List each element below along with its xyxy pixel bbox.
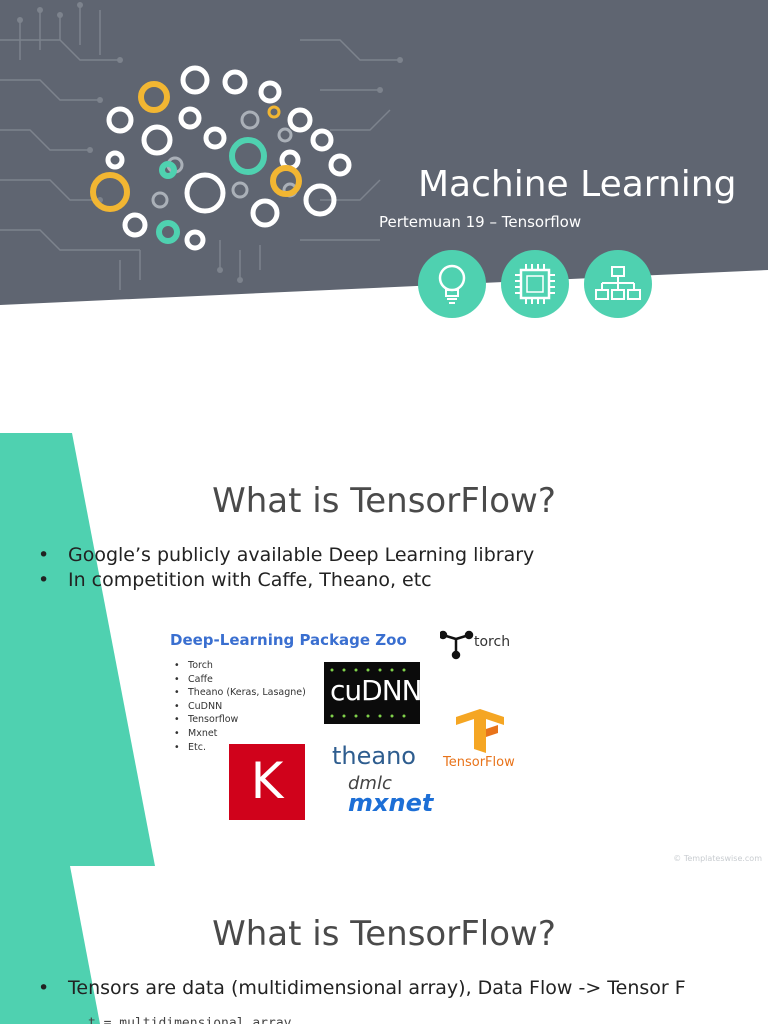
bullet-item: Tensors are data (multidimensional array… — [38, 976, 758, 1001]
cudnn-logo-text: cuDNN — [330, 674, 423, 707]
theano-logo: theano — [332, 742, 416, 770]
lightbulb-badge — [418, 250, 486, 318]
package-item: Caffe — [172, 673, 306, 687]
cudnn-logo: cuDNN — [324, 662, 423, 724]
lightbulb-icon — [438, 264, 466, 304]
title-slide: Machine Learning Pertemuan 19 – Tensorfl… — [0, 0, 768, 400]
title-banner — [0, 0, 768, 305]
bullet-item: In competition with Caffe, Theano, etc — [38, 568, 534, 593]
bullet-list: Google’s publicly available Deep Learnin… — [38, 543, 534, 593]
torch-logo-icon — [440, 630, 474, 660]
hierarchy-badge — [584, 250, 652, 318]
package-item: Mxnet — [172, 727, 306, 741]
package-item: Tensorflow — [172, 713, 306, 727]
tensorflow-intro-slide: © Templateswise.com © Templateswise.com … — [0, 433, 768, 866]
gear-brain-illustration — [90, 65, 352, 251]
package-zoo-title: Deep-Learning Package Zoo — [170, 631, 407, 649]
tensorflow-logo-icon — [456, 709, 504, 753]
package-item: Torch — [172, 659, 306, 673]
package-zoo-list: Torch Caffe Theano (Keras, Lasagne) CuDN… — [172, 659, 306, 754]
slide-title: What is TensorFlow? — [212, 481, 556, 521]
cpu-chip-icon — [515, 264, 555, 304]
dmlc-logo: dmlc — [348, 773, 392, 794]
slide-title: What is TensorFlow? — [212, 914, 556, 954]
torch-logo-text: torch — [474, 634, 511, 650]
package-item: Theano (Keras, Lasagne) — [172, 686, 306, 700]
tensorflow-data-slide: What is TensorFlow? Tensors are data (mu… — [0, 866, 768, 1024]
teal-accent-strip — [0, 433, 155, 866]
keras-logo: K — [229, 744, 305, 820]
package-item: CuDNN — [172, 700, 306, 714]
presentation-subtitle: Pertemuan 19 – Tensorflow — [379, 213, 582, 231]
circuit-pattern — [0, 5, 400, 290]
mxnet-logo: mxnet — [348, 789, 434, 817]
bullet-item: Google’s publicly available Deep Learnin… — [38, 543, 534, 568]
code-fragment: t = multidimensional array — [88, 1016, 292, 1024]
keras-logo-text: K — [250, 752, 284, 810]
hierarchy-chart-icon — [595, 266, 641, 300]
bullet-list: Tensors are data (multidimensional array… — [38, 976, 758, 1001]
presentation-title: Machine Learning — [418, 164, 737, 205]
watermark-faint: © Templateswise.com — [673, 854, 762, 863]
cpu-badge — [501, 250, 569, 318]
tensorflow-logo-text: TensorFlow — [443, 755, 515, 770]
package-item: Etc. — [172, 741, 306, 755]
